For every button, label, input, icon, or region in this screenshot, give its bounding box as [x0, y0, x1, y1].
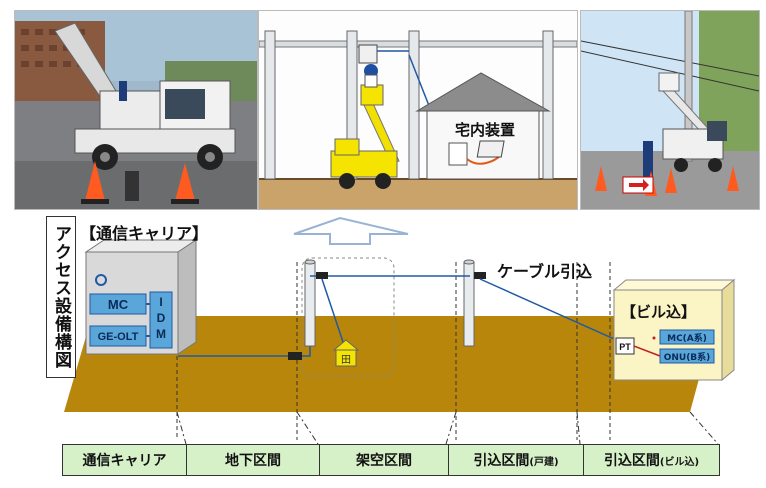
idm-label-d: D [157, 311, 166, 325]
pole-aerial [304, 261, 316, 347]
section-dropin-house: 引込区間(戸建) [449, 445, 584, 475]
section-carrier: 通信キャリア [63, 445, 187, 475]
up-arrow [293, 216, 409, 245]
carrier-title: 【通信キャリア】 [80, 224, 209, 243]
section-bar: 通信キャリア 地下区間 架空区間 引込区間(戸建) 引込区間(ビル込) [62, 444, 720, 476]
idm-label-i: I [159, 295, 162, 309]
ground-plane [64, 316, 716, 412]
building-title: 【ビル込】 [621, 303, 697, 321]
ge-olt-label: GE-OLT [98, 331, 139, 343]
onu-b-label: ONU(B系) [664, 351, 711, 363]
section-aerial: 架空区間 [320, 445, 449, 475]
mc-a-label: MC(A系) [667, 332, 707, 344]
vertical-title: アクセス設備構図 [46, 216, 76, 378]
house-symbol: 田 [341, 355, 351, 366]
idm-box [149, 291, 173, 349]
photo-crane-truck [14, 10, 258, 210]
illustration-aerial-work: 宅内装置 [258, 10, 578, 210]
mc-label: MC [108, 297, 129, 312]
pt-label: PT [619, 342, 631, 352]
photo-bucket-truck [580, 10, 760, 210]
inhouse-label: 宅内装置 [455, 121, 515, 139]
mc-a-box [659, 329, 715, 345]
section-underground: 地下区間 [187, 445, 320, 475]
idm-label-m: M [156, 327, 166, 341]
cable-title: ケーブル引込 [497, 262, 593, 281]
pole-dropin [463, 261, 475, 347]
section-dropin-building: 引込区間(ビル込) [603, 453, 700, 469]
